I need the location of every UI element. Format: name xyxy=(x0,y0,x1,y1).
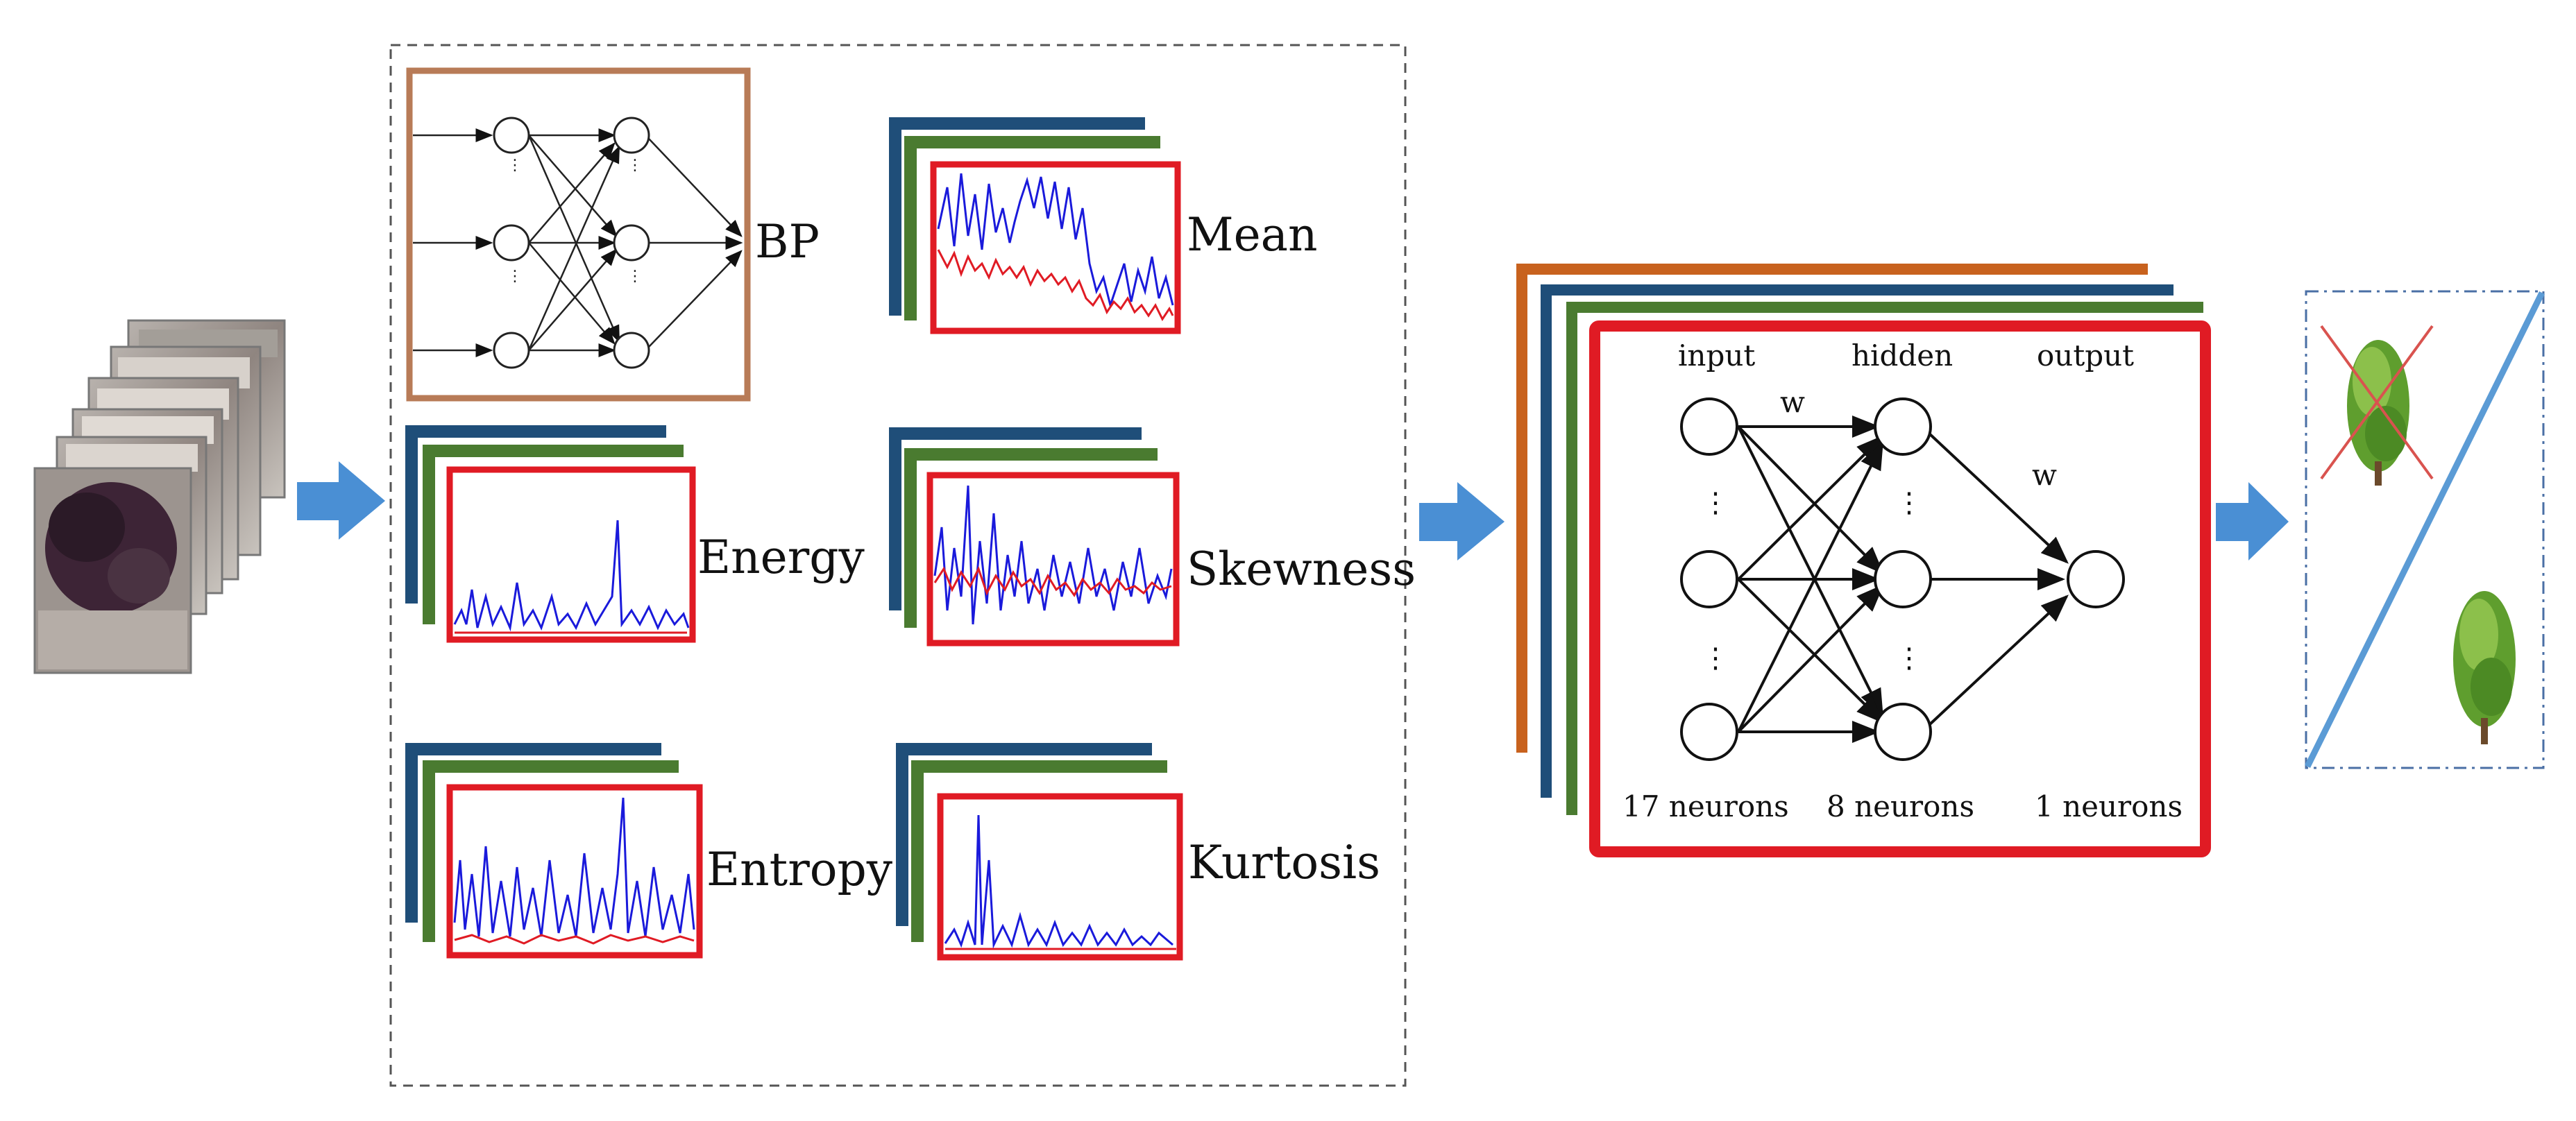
label-skewness: Skewness xyxy=(1187,542,1416,596)
output-classification-box xyxy=(2304,290,2545,769)
svg-text:⋮: ⋮ xyxy=(1702,642,1729,674)
svg-text:⋮: ⋮ xyxy=(627,268,643,285)
svg-text:⋮: ⋮ xyxy=(1702,487,1729,519)
energy-plot-stack xyxy=(405,425,696,643)
svg-text:⋮: ⋮ xyxy=(507,157,523,174)
entropy-plot-stack xyxy=(405,743,703,959)
svg-text:⋮: ⋮ xyxy=(507,268,523,285)
hidden-neuron xyxy=(1874,550,1932,608)
hidden-neuron xyxy=(1874,397,1932,456)
plot-signal-red xyxy=(937,249,1174,321)
input-neuron xyxy=(1680,703,1738,761)
network-hidden-title: hidden xyxy=(1852,339,1954,373)
label-mean: Mean xyxy=(1187,208,1318,262)
output-neuron-count: 1 neurons xyxy=(2035,789,2183,823)
svg-text:⋮: ⋮ xyxy=(1895,487,1923,519)
weight-label: w xyxy=(2032,458,2057,492)
plot-signal-red xyxy=(454,934,695,945)
network-input-title: input xyxy=(1678,339,1756,373)
label-kurtosis: Kurtosis xyxy=(1188,836,1381,889)
plot-signal-blue xyxy=(453,520,690,632)
image-frame-front xyxy=(33,467,192,674)
plot-signal-blue xyxy=(937,173,1174,309)
feature-panel xyxy=(389,44,1407,1087)
skewness-plot-stack xyxy=(889,427,1180,647)
cross-icon xyxy=(2320,325,2434,480)
arrow-right-icon xyxy=(297,461,385,540)
input-neuron xyxy=(1680,550,1738,608)
arrow-right-icon xyxy=(1419,482,1505,560)
divider-line xyxy=(2304,291,2545,768)
svg-text:⋮: ⋮ xyxy=(1895,642,1923,674)
kurtosis-plot-stack xyxy=(896,743,1183,961)
svg-text:⋮: ⋮ xyxy=(627,157,643,174)
plot-signal-blue xyxy=(453,797,695,937)
input-image-stack xyxy=(33,319,286,674)
network-card-stack: ⋮ ⋮ ⋮ ⋮ xyxy=(1516,264,2211,857)
arrow-right-icon xyxy=(2216,482,2289,560)
input-neuron-count: 17 neurons xyxy=(1622,789,1789,823)
bp-network-box: ⋮ ⋮ ⋮ ⋮ xyxy=(406,67,751,402)
weight-label: w xyxy=(1780,385,1805,419)
mean-plot-stack xyxy=(889,117,1181,334)
input-neuron xyxy=(1680,397,1738,456)
network-output-title: output xyxy=(2037,339,2135,373)
label-bp: BP xyxy=(755,215,820,268)
tree-icon xyxy=(2453,591,2516,744)
hidden-neuron xyxy=(1874,703,1932,761)
plot-signal-blue xyxy=(944,814,1173,949)
label-entropy: Entropy xyxy=(706,843,893,896)
plot-signal-red xyxy=(933,566,1172,597)
output-neuron xyxy=(2067,550,2125,608)
hidden-neuron-count: 8 neurons xyxy=(1827,789,1974,823)
label-energy: Energy xyxy=(697,531,865,584)
